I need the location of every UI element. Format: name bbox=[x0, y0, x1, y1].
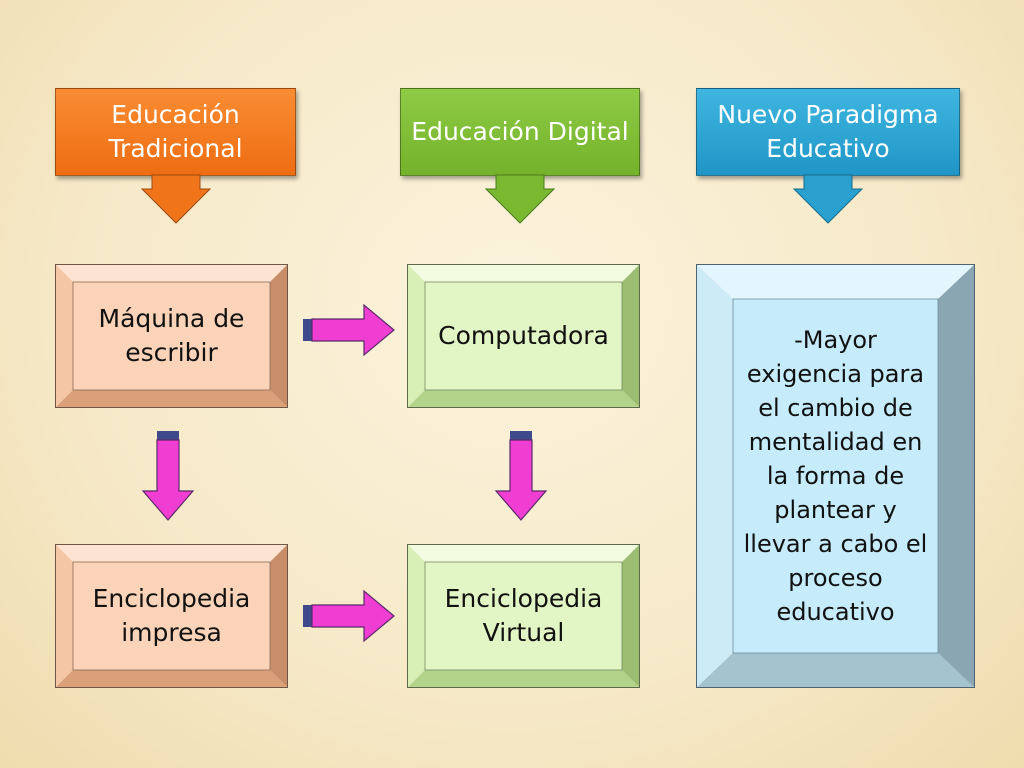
header-nuevo-paradigma-arrow bbox=[792, 174, 864, 224]
box-nuevo-paradigma-descripcion-label: -Mayor exigencia para el cambio de menta… bbox=[743, 326, 928, 626]
box-maquina-de-escribir-label: Máquina de escribir bbox=[98, 304, 245, 367]
box-enciclopedia-virtual-label: Enciclopedia Virtual bbox=[444, 584, 603, 647]
header-nuevo-paradigma: Nuevo Paradigma Educativo bbox=[696, 88, 960, 176]
header-educacion-tradicional: Educación Tradicional bbox=[55, 88, 296, 176]
arrow-right-top bbox=[303, 303, 395, 357]
arrow-down-left bbox=[141, 431, 195, 521]
header-educacion-tradicional-arrow bbox=[140, 174, 212, 224]
box-computadora: Computadora bbox=[407, 264, 640, 408]
box-enciclopedia-impresa-label: Enciclopedia impresa bbox=[92, 584, 251, 647]
box-maquina-de-escribir: Máquina de escribir bbox=[55, 264, 288, 408]
box-nuevo-paradigma-descripcion: -Mayor exigencia para el cambio de menta… bbox=[696, 264, 975, 688]
box-computadora-label: Computadora bbox=[438, 321, 609, 350]
arrow-right-bottom bbox=[303, 589, 395, 643]
arrow-down-middle bbox=[494, 431, 548, 521]
header-nuevo-paradigma-label: Nuevo Paradigma Educativo bbox=[717, 100, 939, 163]
box-enciclopedia-virtual: Enciclopedia Virtual bbox=[407, 544, 640, 688]
box-enciclopedia-impresa: Enciclopedia impresa bbox=[55, 544, 288, 688]
header-educacion-digital: Educación Digital bbox=[400, 88, 640, 176]
header-educacion-tradicional-label: Educación Tradicional bbox=[108, 100, 243, 163]
header-educacion-digital-arrow bbox=[484, 174, 556, 224]
header-educacion-digital-label: Educación Digital bbox=[411, 117, 629, 146]
